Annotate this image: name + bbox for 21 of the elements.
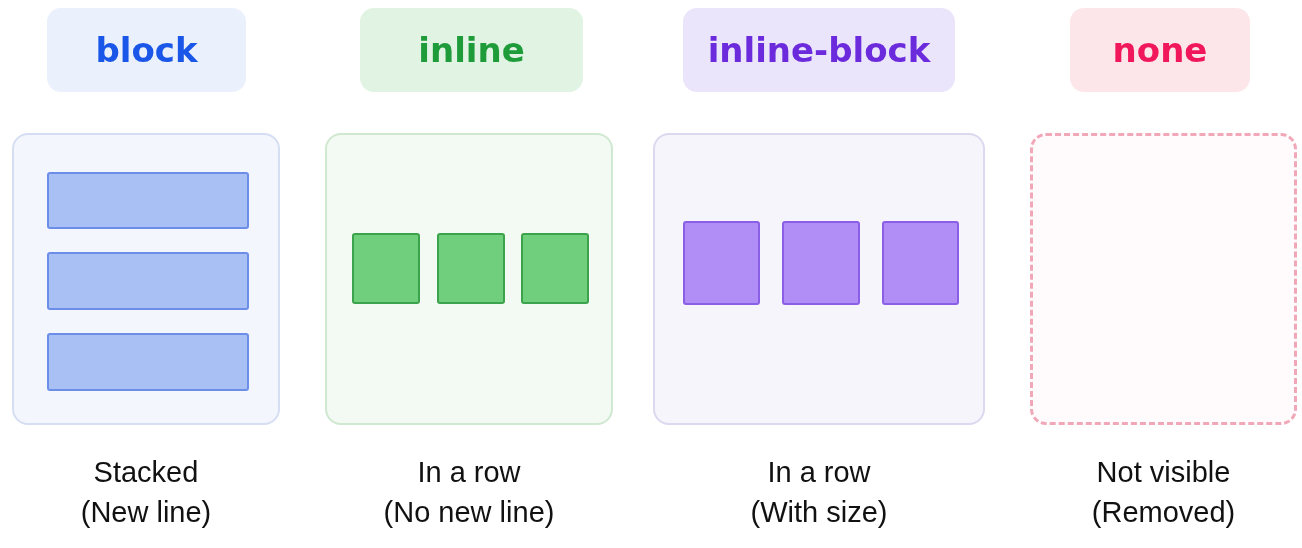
element-block bbox=[47, 252, 249, 310]
element-block bbox=[521, 233, 589, 304]
element-block bbox=[352, 233, 420, 304]
value-label: inline bbox=[360, 8, 583, 92]
display-panel bbox=[325, 133, 613, 425]
element-block bbox=[882, 221, 959, 305]
element-block bbox=[782, 221, 860, 305]
node-label: In a row (With size) bbox=[749, 455, 889, 530]
element-block bbox=[47, 333, 249, 391]
node-label: Not visible (Removed) bbox=[1090, 455, 1237, 530]
element-block bbox=[47, 172, 249, 229]
value-label: block bbox=[47, 8, 246, 92]
node-label: Stacked (New line) bbox=[79, 455, 213, 530]
value-label: inline-block bbox=[683, 8, 955, 92]
empty-panel bbox=[1030, 133, 1297, 425]
element-block bbox=[683, 221, 760, 305]
node-label: In a row (No new line) bbox=[382, 455, 556, 530]
value-label: none bbox=[1070, 8, 1250, 92]
element-block bbox=[437, 233, 505, 304]
display-panel bbox=[12, 133, 280, 425]
display-panel bbox=[653, 133, 985, 425]
